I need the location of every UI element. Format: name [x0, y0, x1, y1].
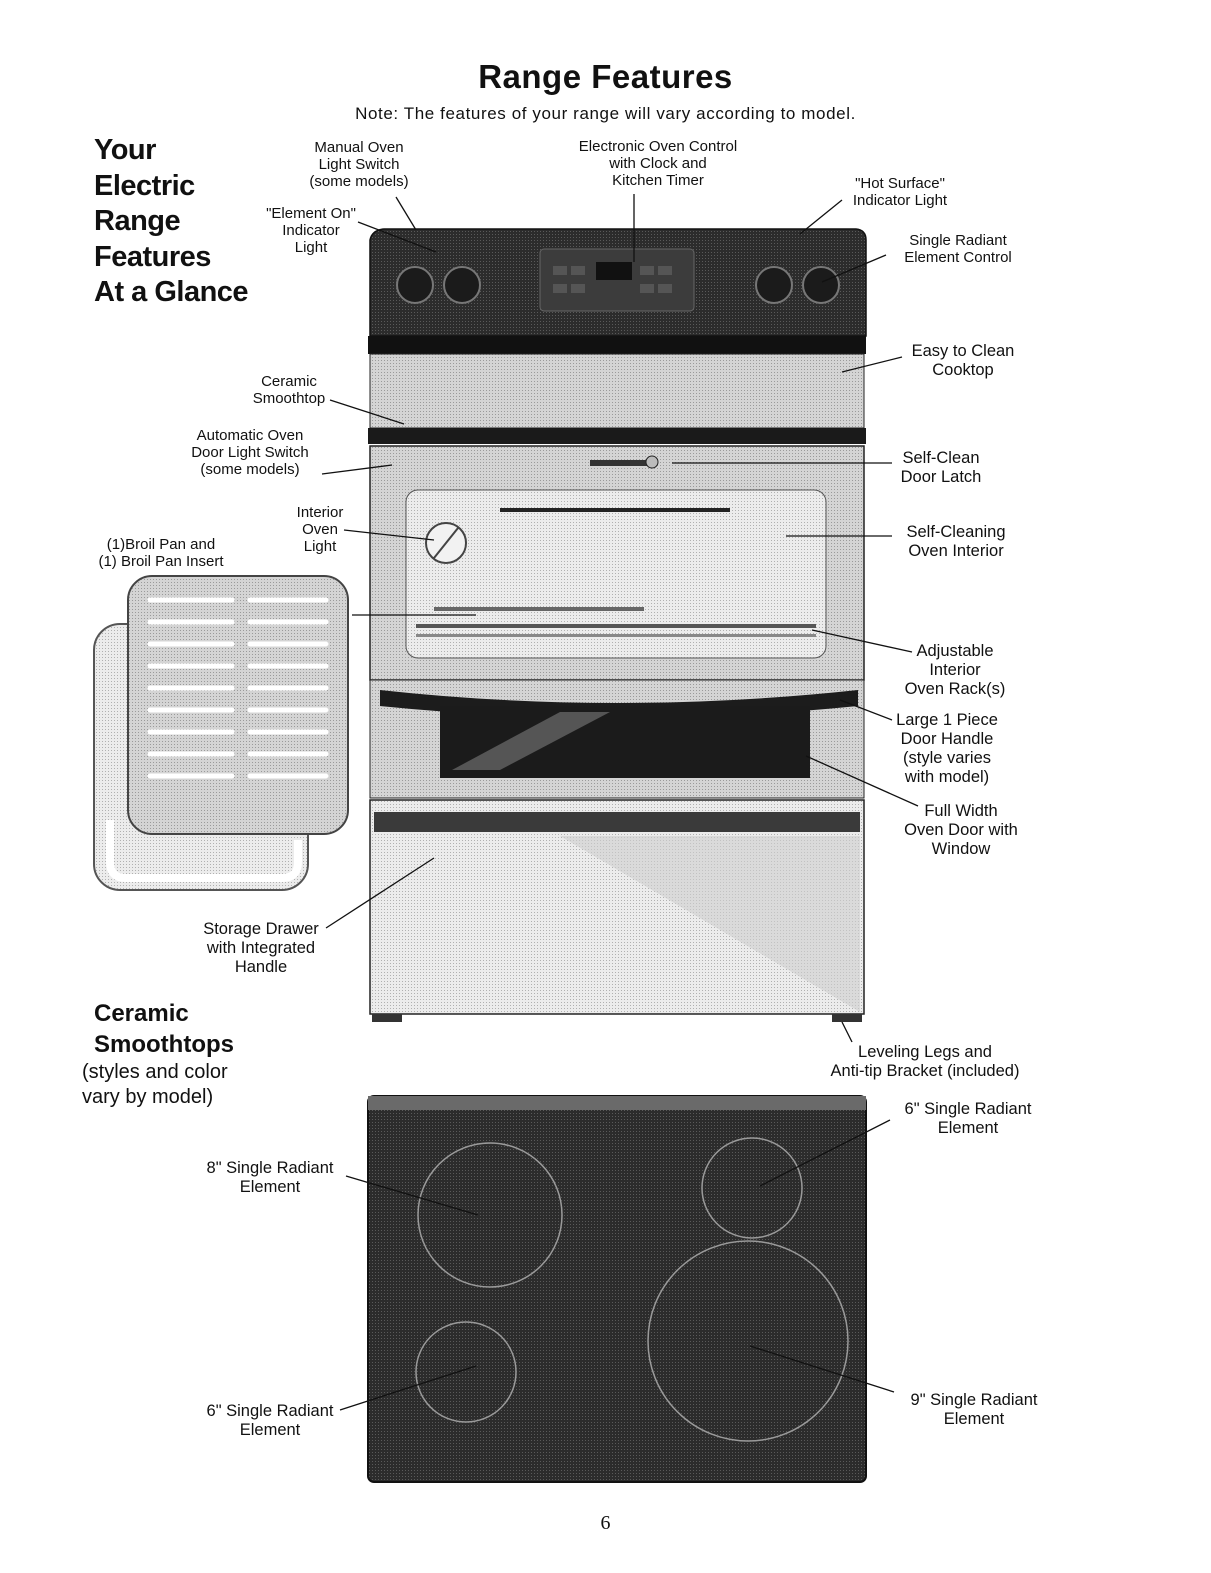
heading-line: Range — [94, 205, 181, 237]
label-element-8: 8" Single Radiant Element — [206, 1159, 334, 1196]
oven-door — [369, 445, 865, 681]
burner-8 — [417, 1142, 563, 1288]
label-element-6-bottom: 6" Single Radiant Element — [206, 1402, 334, 1439]
heading-line: Features — [94, 240, 211, 273]
label-hot-surface: "Hot Surface" Indicator Light — [852, 175, 948, 209]
heading-line: Your — [94, 134, 156, 166]
label-storage-drawer: Storage Drawer with Integrated Handle — [203, 920, 319, 976]
burner-9 — [647, 1240, 849, 1442]
page-title: Range Features — [478, 58, 733, 95]
broil-pan — [93, 575, 349, 891]
label-full-width-door: Full Width Oven Door with Window — [904, 802, 1018, 858]
storage-drawer — [369, 799, 865, 1022]
label-single-radiant-control: Single Radiant Element Control — [904, 232, 1012, 266]
page-note: Note: The features of your range will va… — [355, 104, 856, 123]
label-broil-pan: (1)Broil Pan and (1) Broil Pan Insert — [98, 536, 224, 570]
oven-window — [369, 679, 865, 799]
label-self-clean-latch: Self-Clean Door Latch — [900, 449, 982, 486]
ceramic-subheading: (styles and color vary by model) — [82, 1061, 228, 1108]
label-auto-door-light: Automatic Oven Door Light Switch (some m… — [191, 427, 309, 478]
ceramic-heading: Ceramic Smoothtops — [94, 998, 234, 1060]
cooktop-front — [368, 336, 866, 444]
label-adjustable-racks: Adjustable Interior Oven Rack(s) — [904, 642, 1006, 698]
label-element-6-top: 6" Single Radiant Element — [904, 1100, 1032, 1137]
ceramic-heading-line: Smoothtops — [94, 1031, 234, 1058]
section-heading: Your Electric Range Features At a Glance — [94, 133, 249, 311]
label-element-9: 9" Single Radiant Element — [910, 1391, 1038, 1428]
page-number: 6 — [600, 1512, 611, 1534]
label-element-on: "Element On" Indicator Light — [266, 205, 356, 256]
leader-lines — [321, 194, 919, 1411]
label-ceramic-smoothtop: Ceramic Smoothtop — [252, 373, 326, 407]
label-electronic-control: Electronic Oven Control with Clock and K… — [578, 138, 738, 189]
burner-6-bottom — [415, 1321, 517, 1423]
burner-6-top — [701, 1137, 803, 1239]
label-self-cleaning-interior: Self-Cleaning Oven Interior — [906, 523, 1006, 560]
label-easy-clean: Easy to Clean Cooktop — [911, 342, 1015, 379]
label-interior-light: Interior Oven Light — [296, 504, 344, 555]
label-manual-oven-light: Manual Oven Light Switch (some models) — [309, 139, 409, 190]
control-knobs — [396, 266, 840, 304]
heading-line: At a Glance — [94, 276, 249, 308]
label-door-handle: Large 1 Piece Door Handle (style varies … — [896, 711, 998, 786]
heading-line: Electric — [94, 169, 195, 202]
label-leveling-legs: Leveling Legs and Anti-tip Bracket (incl… — [830, 1043, 1020, 1080]
ceramic-smoothtop — [367, 1095, 867, 1483]
control-panel — [369, 228, 867, 337]
ceramic-heading-line: Ceramic — [94, 1000, 189, 1027]
